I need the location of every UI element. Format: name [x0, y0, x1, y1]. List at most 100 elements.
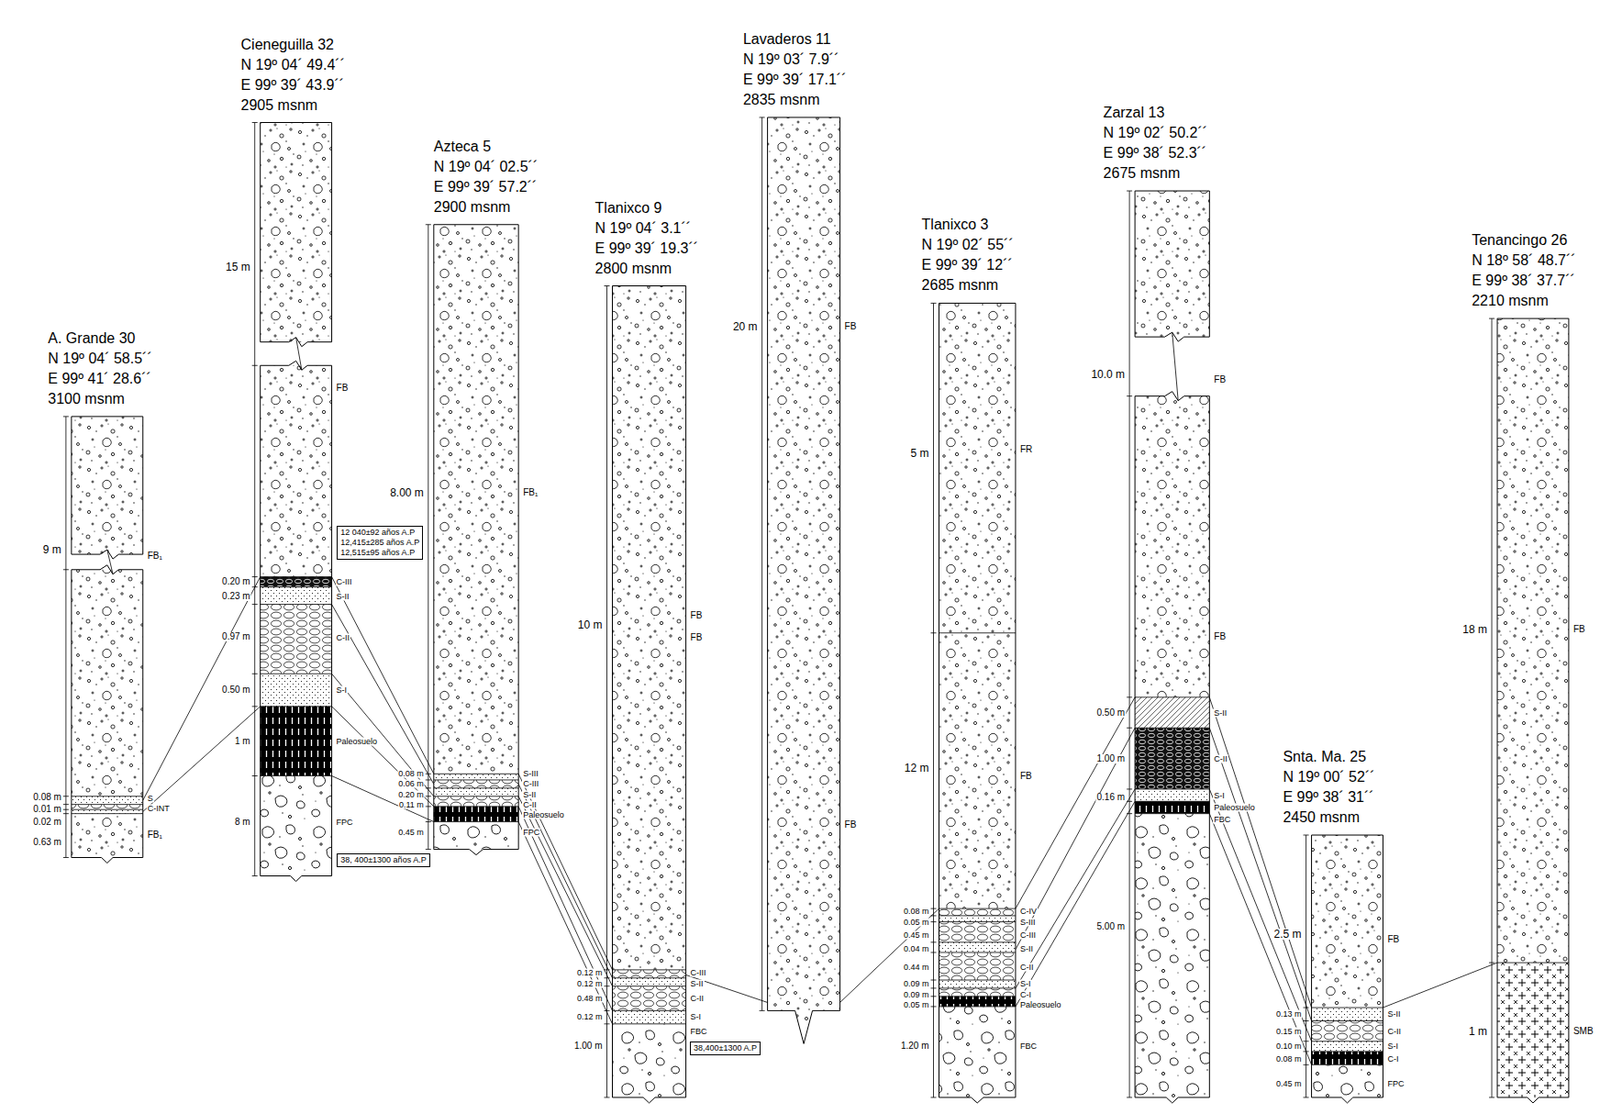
scale-tick — [604, 985, 611, 987]
rock-unit — [433, 796, 519, 807]
scale-tick — [63, 812, 69, 814]
unit-boundary — [433, 805, 519, 807]
coordinate: E 99º 39´ 57.2´´ — [433, 177, 538, 198]
column-outline — [1134, 190, 1136, 337]
column-outline — [611, 286, 613, 1098]
elevation: 2675 msnm — [1103, 163, 1208, 184]
scale-line — [427, 224, 429, 850]
column-base — [260, 876, 333, 882]
rock-unit — [612, 977, 687, 987]
date-text: 12,515±95 años A.P — [340, 547, 420, 558]
scale-tick — [1126, 1096, 1133, 1098]
thickness-label: 0.08 m — [397, 769, 425, 778]
rock-unit — [260, 706, 333, 777]
column-spike — [767, 1010, 841, 1044]
rock-unit — [433, 806, 519, 823]
unit-label: Paleosuelo — [1019, 1000, 1063, 1009]
rock-unit — [939, 915, 1016, 923]
thickness-label: 1 m — [1467, 1025, 1489, 1037]
scale-tick — [425, 795, 432, 797]
unit-boundary — [939, 941, 1016, 943]
column-outline — [1382, 834, 1384, 1098]
scale-tick — [63, 856, 69, 858]
stratigraphic-column: Tenancingo 26N 18º 58´ 48.7´´E 99º 38´ 3… — [1497, 318, 1569, 1098]
unit-boundary — [71, 795, 144, 797]
thickness-label: 0.12 m — [576, 979, 604, 989]
unit-label: C-II — [335, 633, 352, 643]
section-name: Tlanixco 3 — [922, 214, 1014, 235]
unit-boundary — [612, 977, 687, 978]
scale-tick — [63, 809, 69, 811]
column-figure — [252, 122, 333, 882]
unit-boundary — [260, 586, 333, 588]
correlation-line — [1382, 962, 1498, 1008]
scale-tick — [1303, 834, 1310, 836]
break-symbol — [296, 337, 302, 371]
scale-line — [1129, 190, 1131, 1098]
thickness-label: 0.44 m — [902, 962, 931, 971]
unit-boundary — [260, 603, 333, 605]
unit-label: C-I — [1019, 989, 1033, 999]
unit-label: FB₁ — [146, 551, 164, 561]
scale-tick — [252, 705, 258, 707]
correlation-line — [840, 908, 940, 1002]
elevation: 3100 msnm — [47, 388, 152, 410]
thickness-label: 0.12 m — [576, 1012, 604, 1022]
rock-unit — [939, 302, 1016, 633]
column-base — [939, 1097, 1016, 1103]
correlation-line — [332, 604, 434, 785]
unit-boundary — [433, 778, 519, 780]
thickness-label: 2.5 m — [1273, 928, 1303, 940]
column-outline — [518, 224, 520, 850]
coordinate: E 99º 38´ 52.3´´ — [1103, 143, 1208, 164]
unit-boundary — [1311, 1020, 1384, 1022]
correlation-line — [686, 974, 768, 1002]
scale-tick — [931, 995, 937, 997]
scale-tick — [931, 987, 937, 989]
rock-unit — [939, 979, 1016, 989]
column-figure — [604, 286, 687, 1103]
thickness-label: 8.00 m — [388, 487, 425, 499]
rock-unit — [1134, 190, 1210, 337]
column-figure — [1488, 318, 1569, 1103]
unit-label: FB₁ — [146, 830, 164, 840]
unit-boundary — [939, 979, 1016, 981]
rock-unit — [433, 773, 519, 780]
break-symbol — [1134, 391, 1210, 401]
column-base — [71, 857, 144, 864]
unit-label: S-I — [1212, 790, 1226, 800]
elevation: 2685 msnm — [922, 275, 1014, 296]
coordinate: E 99º 39´ 43.9´´ — [241, 75, 345, 96]
thickness-label: 1.00 m — [1096, 754, 1127, 764]
rock-unit — [433, 822, 519, 850]
scale-line — [1491, 318, 1493, 1098]
correlation-line — [1015, 697, 1135, 909]
scale-tick — [931, 979, 937, 981]
unit-label: S-II — [1019, 944, 1034, 953]
coordinate: N 19º 04´ 02.5´´ — [433, 156, 538, 178]
rock-unit — [71, 569, 144, 797]
unit-boundary — [939, 951, 1016, 953]
column-outline — [70, 416, 72, 555]
scale-tick — [1126, 788, 1133, 789]
column-base — [433, 849, 519, 856]
thickness-label: 20 m — [732, 321, 759, 333]
unit-boundary — [1497, 962, 1569, 964]
coordinate: N 19º 04´ 58.5´´ — [47, 348, 152, 369]
unit-boundary — [1134, 788, 1210, 789]
date-text: 38, 400±1300 años A.P — [340, 855, 427, 866]
thickness-label: 1 m — [233, 736, 252, 746]
column-outline — [1311, 834, 1312, 1098]
scale-tick — [1488, 1096, 1495, 1098]
scale-tick — [252, 122, 258, 123]
stratigraphic-column: Tlanixco 9N 19º 04´ 3.1´´E 99º 39´ 19.3´… — [612, 286, 687, 1098]
column-outline — [1134, 190, 1210, 192]
rock-unit — [71, 796, 144, 805]
scale-tick — [252, 365, 258, 367]
thickness-label: 0.04 m — [902, 944, 931, 953]
coordinate: E 99º 39´ 12´´ — [922, 255, 1014, 276]
scale-line — [1305, 834, 1307, 1098]
rock-unit — [433, 779, 519, 789]
